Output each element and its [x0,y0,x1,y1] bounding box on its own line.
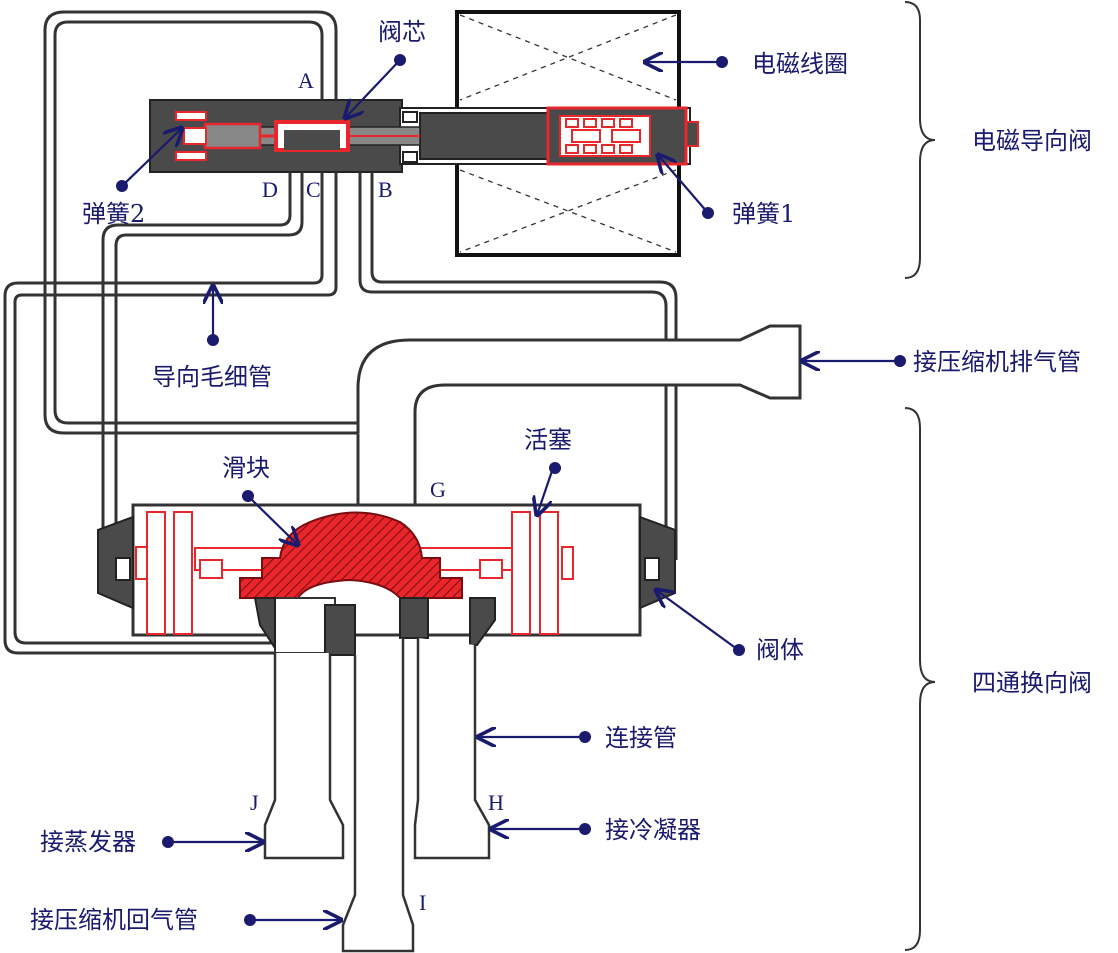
spring-1 [546,106,688,166]
label-coil: 电磁线圈 [752,50,848,78]
label-slider: 滑块 [222,454,270,482]
label-piston: 活塞 [524,426,572,454]
label-spring-1: 弹簧1 [732,200,795,228]
pilot-valve [43,10,699,435]
four-way-valve-body [97,503,676,656]
pilot-valve-body [149,99,699,173]
spring-2 [175,111,207,161]
brace-reversing [904,407,936,951]
port-h: H [488,790,504,815]
tube-a [53,20,358,425]
annotation-arrows [116,54,906,926]
label-connecting-pipe: 连接管 [605,724,677,752]
outlet-pipes [263,638,491,953]
label-pilot-valve: 电磁导向阀 [972,127,1092,155]
port-j: J [250,790,259,815]
port-d: D [262,177,278,202]
labels: 阀芯 电磁线圈 电磁导向阀 弹簧2 弹簧1 导向毛细管 接压缩机排气管 活塞 滑… [30,18,1092,934]
valve-core [203,120,420,152]
brace-pilot [904,1,936,279]
label-condenser: 接冷凝器 [605,816,701,844]
label-discharge: 接压缩机排气管 [913,348,1081,376]
port-a: A [298,68,314,93]
label-suction: 接压缩机回气管 [30,906,198,934]
capillary-tubes [3,172,678,655]
piston-left [135,511,193,635]
label-capillary: 导向毛细管 [152,363,272,391]
port-c: C [306,177,321,202]
port-i: I [419,890,426,915]
label-reversing-valve: 四通换向阀 [972,669,1092,697]
piston-right [511,511,574,635]
label-valve-core: 阀芯 [378,18,426,46]
label-evaporator: 接蒸发器 [40,828,136,856]
label-spring-2: 弹簧2 [82,200,145,228]
label-valve-body: 阀体 [756,636,804,664]
port-g: G [430,477,446,502]
port-b: B [378,177,393,202]
